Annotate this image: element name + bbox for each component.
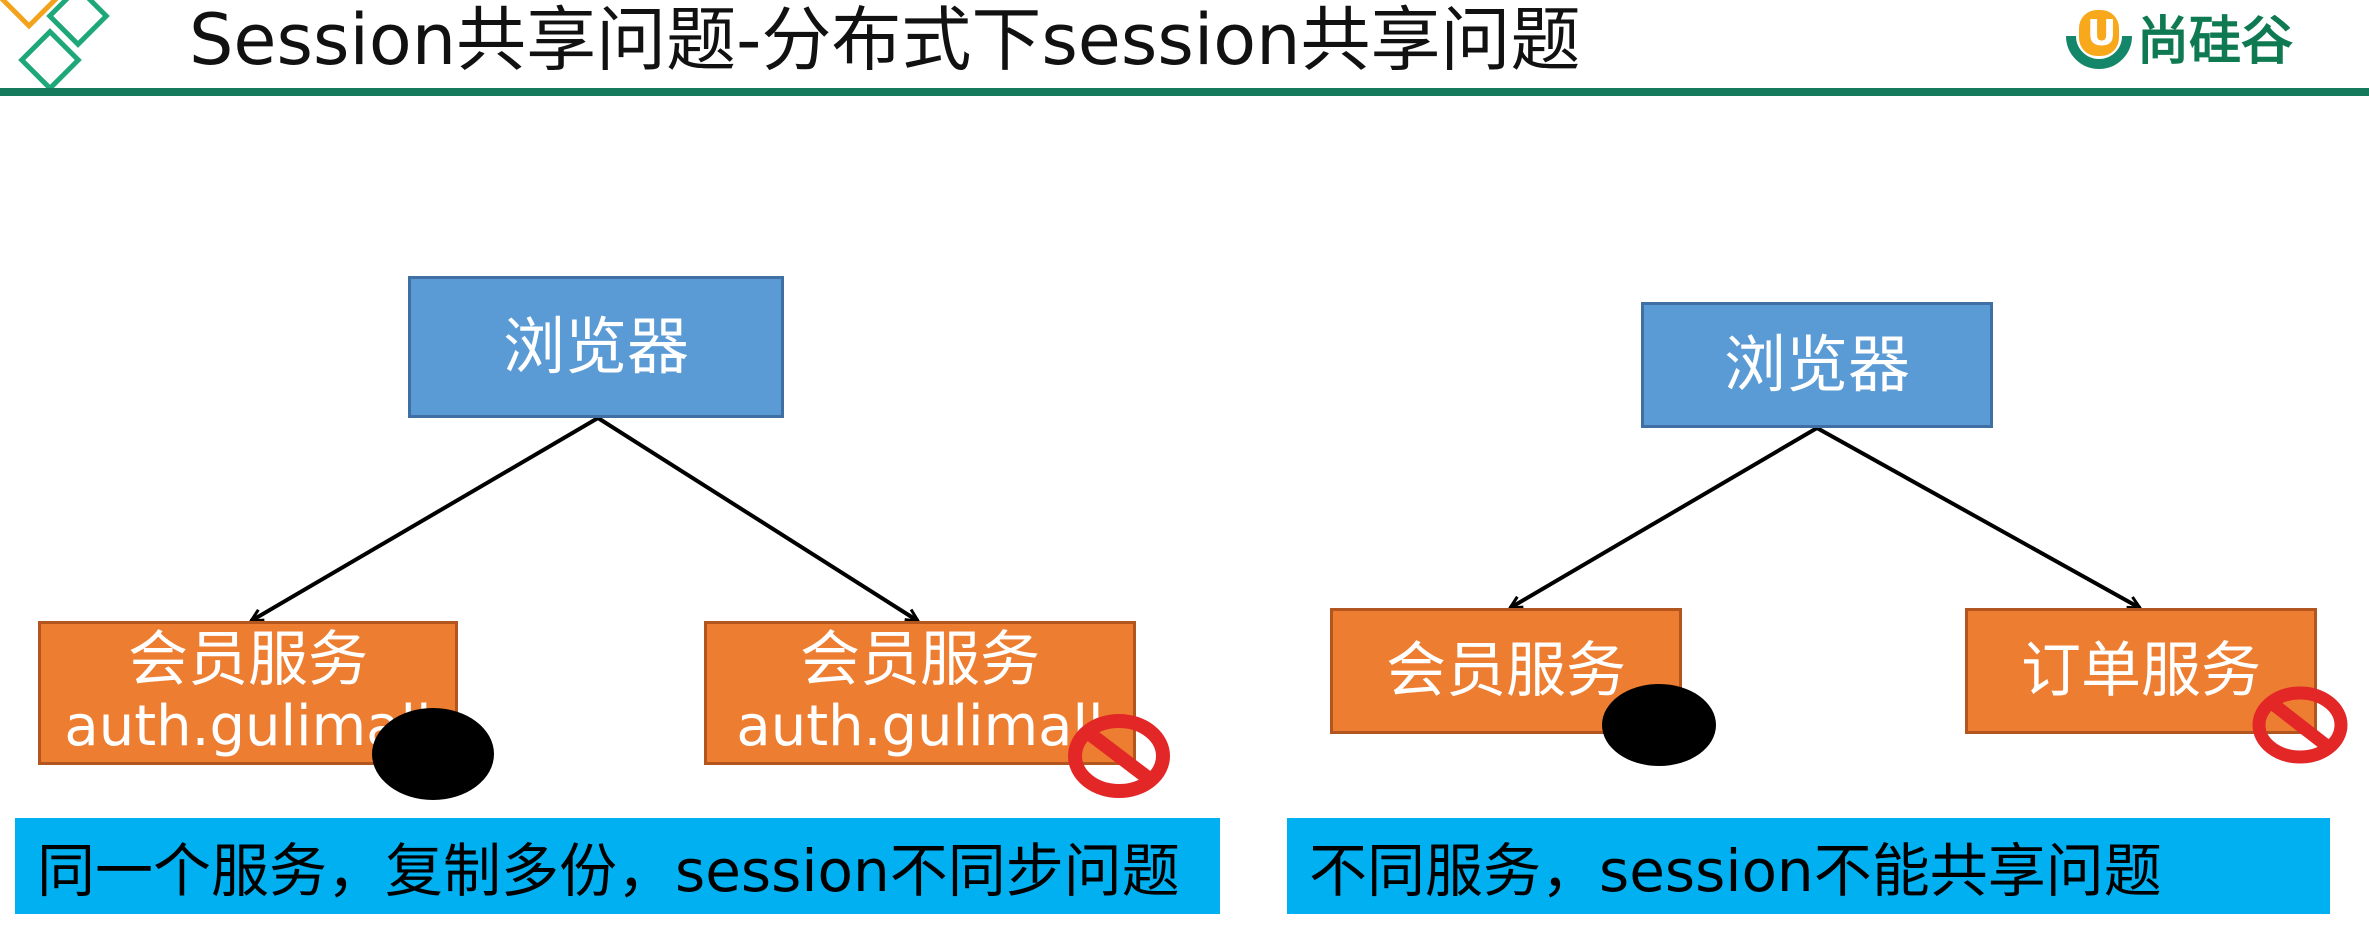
browser-box-left: 浏览器 xyxy=(408,276,784,418)
brand-logo: U 尚硅谷 xyxy=(2065,6,2325,82)
header-divider xyxy=(0,88,2369,96)
service-label: 会员服务 xyxy=(800,625,1040,696)
service-label: 订单服务 xyxy=(2021,635,2261,706)
service-box-left-2: 会员服务 auth.gulimall xyxy=(704,621,1136,765)
service-label: 会员服务 xyxy=(128,625,368,696)
brand-u-icon xyxy=(2066,10,2132,69)
browser-label: 浏览器 xyxy=(502,310,689,384)
browser-label: 浏览器 xyxy=(1723,328,1910,402)
caption-text: 同一个服务，复制多份，session不同步问题 xyxy=(37,837,1180,905)
browser-box-right: 浏览器 xyxy=(1641,302,1993,428)
black-dot-icon xyxy=(1602,684,1716,766)
arrow-left-to-service-2 xyxy=(596,416,918,621)
service-label: 会员服务 xyxy=(1386,635,1626,706)
service-domain: auth.gulimall xyxy=(736,694,1104,760)
diamond-logo-icon xyxy=(0,0,110,92)
service-domain: auth.gulimall xyxy=(64,694,432,760)
arrow-right-to-service-2 xyxy=(1816,426,2140,610)
brand-name: 尚硅谷 xyxy=(2137,12,2294,72)
brand-letter: U xyxy=(2087,13,2117,54)
prohibited-icon xyxy=(2252,686,2348,764)
arrow-left-to-service-1 xyxy=(251,416,600,623)
arrow-right-to-service-1 xyxy=(1510,426,1819,610)
black-dot-icon xyxy=(372,708,494,800)
caption-right: 不同服务，session不能共享问题 xyxy=(1287,818,2330,914)
caption-text: 不同服务，session不能共享问题 xyxy=(1309,837,2162,905)
prohibited-icon xyxy=(1068,714,1170,798)
caption-left: 同一个服务，复制多份，session不同步问题 xyxy=(15,818,1220,914)
page-title: Session共享问题-分布式下session共享问题 xyxy=(189,0,1581,81)
